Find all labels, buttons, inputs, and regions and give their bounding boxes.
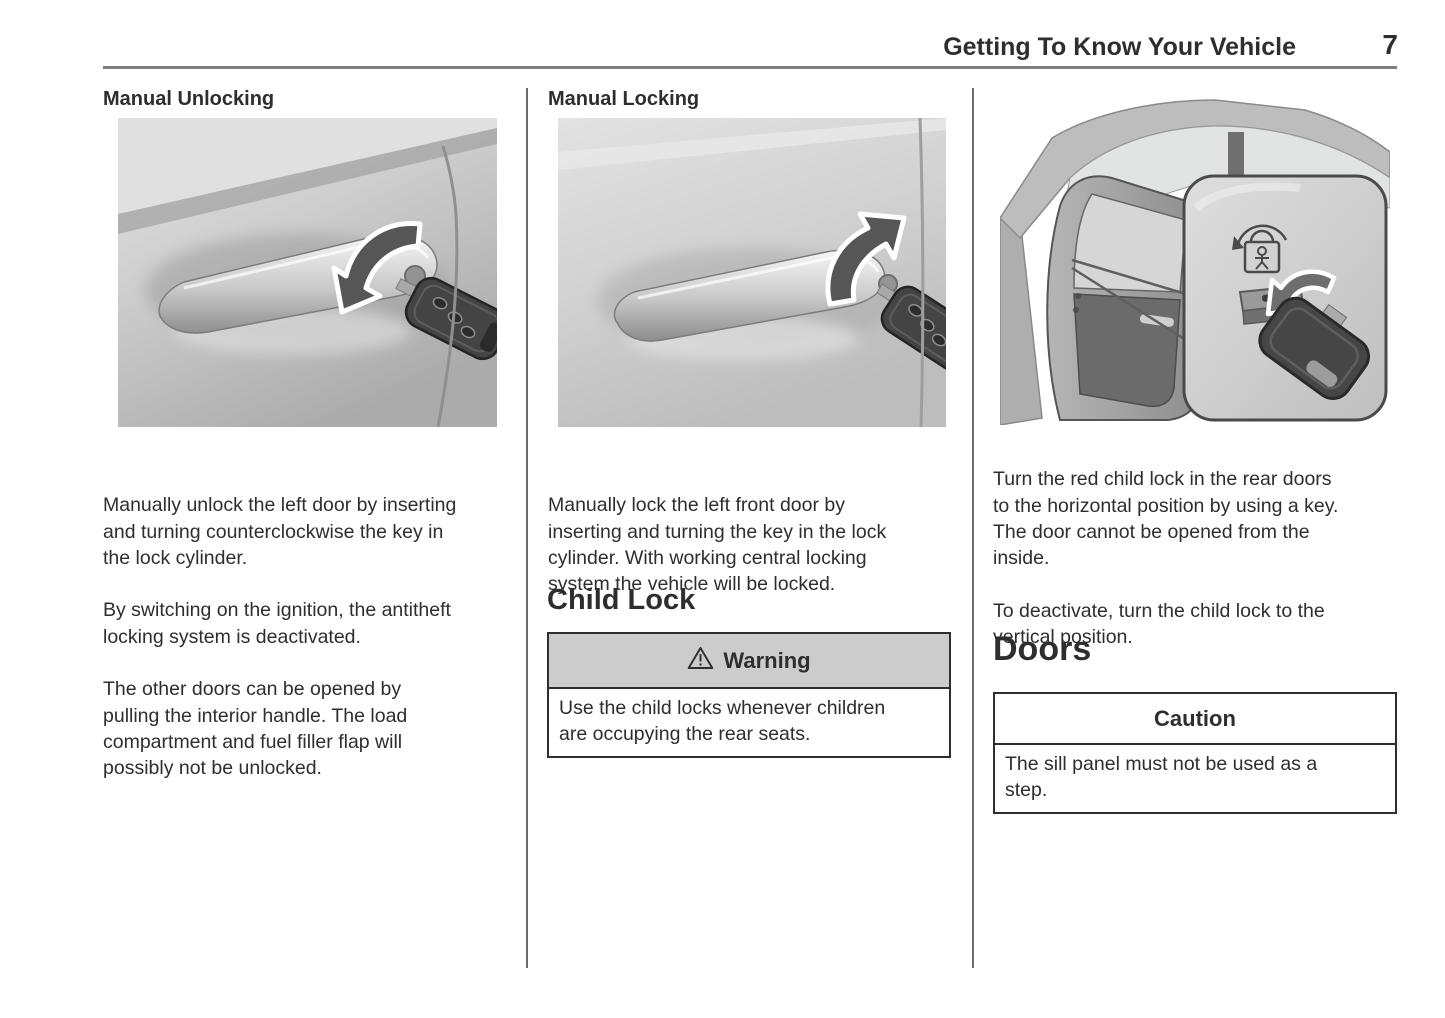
header-rule xyxy=(103,66,1397,69)
heading-doors: Doors xyxy=(993,630,1092,668)
body-paragraph: Turn the red child lock in the rear door… xyxy=(993,468,1339,570)
warning-box-title: Warning xyxy=(723,647,811,673)
warning-box-body: Use the child locks whenever children ar… xyxy=(559,697,886,746)
warning-box-header: Warning xyxy=(549,634,949,689)
caution-box-title: Caution xyxy=(1154,705,1236,731)
body-paragraph: By switching on the ignition, the antith… xyxy=(103,599,451,648)
caution-box-body: The sill panel must not be used as a ste… xyxy=(1005,753,1318,802)
column-divider xyxy=(972,88,974,968)
child-lock-inset xyxy=(1182,174,1388,422)
child-lock-icon xyxy=(1232,224,1288,274)
child-lock-illustration xyxy=(1000,88,1390,425)
key-head xyxy=(1258,296,1371,400)
counterclockwise-arrow-icon xyxy=(331,221,423,315)
page-number: 7 xyxy=(1382,29,1398,60)
heading-child-lock: Child Lock xyxy=(547,584,696,616)
key-fob xyxy=(395,276,497,361)
warning-triangle-icon xyxy=(687,646,714,676)
warning-box: Warning Use the child locks whenever chi… xyxy=(547,632,951,758)
body-paragraph: Manually lock the left front door by ins… xyxy=(548,494,887,596)
door-edge-line xyxy=(436,145,459,427)
column-divider xyxy=(526,88,528,968)
manual-unlocking-text: Manually unlock the left door by inserti… xyxy=(103,466,511,808)
caution-box: Caution The sill panel must not be used … xyxy=(993,692,1397,814)
manual-unlocking-illustration xyxy=(118,118,497,427)
body-paragraph: Manually unlock the left door by inserti… xyxy=(103,494,457,569)
page-title: Getting To Know Your Vehicle xyxy=(943,33,1296,61)
inset-leader-lines xyxy=(1071,258,1187,342)
child-lock-text: Turn the red child lock in the rear door… xyxy=(993,440,1401,677)
open-rear-door xyxy=(1046,175,1211,421)
heading-manual-locking: Manual Locking xyxy=(548,88,700,110)
heading-manual-unlocking: Manual Unlocking xyxy=(103,88,275,110)
door-handle xyxy=(146,234,450,354)
door-gap-line xyxy=(918,118,925,427)
clockwise-arrow-icon xyxy=(825,211,907,307)
body-paragraph: The other doors can be opened by pulling… xyxy=(103,678,408,780)
manual-locking-text: Manually lock the left front door by ins… xyxy=(548,466,956,624)
body-paragraph: To deactivate, turn the child lock to th… xyxy=(993,599,1325,649)
door-handle xyxy=(598,248,898,360)
manual-locking-illustration xyxy=(558,118,946,427)
caution-box-header: Caution xyxy=(995,694,1395,745)
